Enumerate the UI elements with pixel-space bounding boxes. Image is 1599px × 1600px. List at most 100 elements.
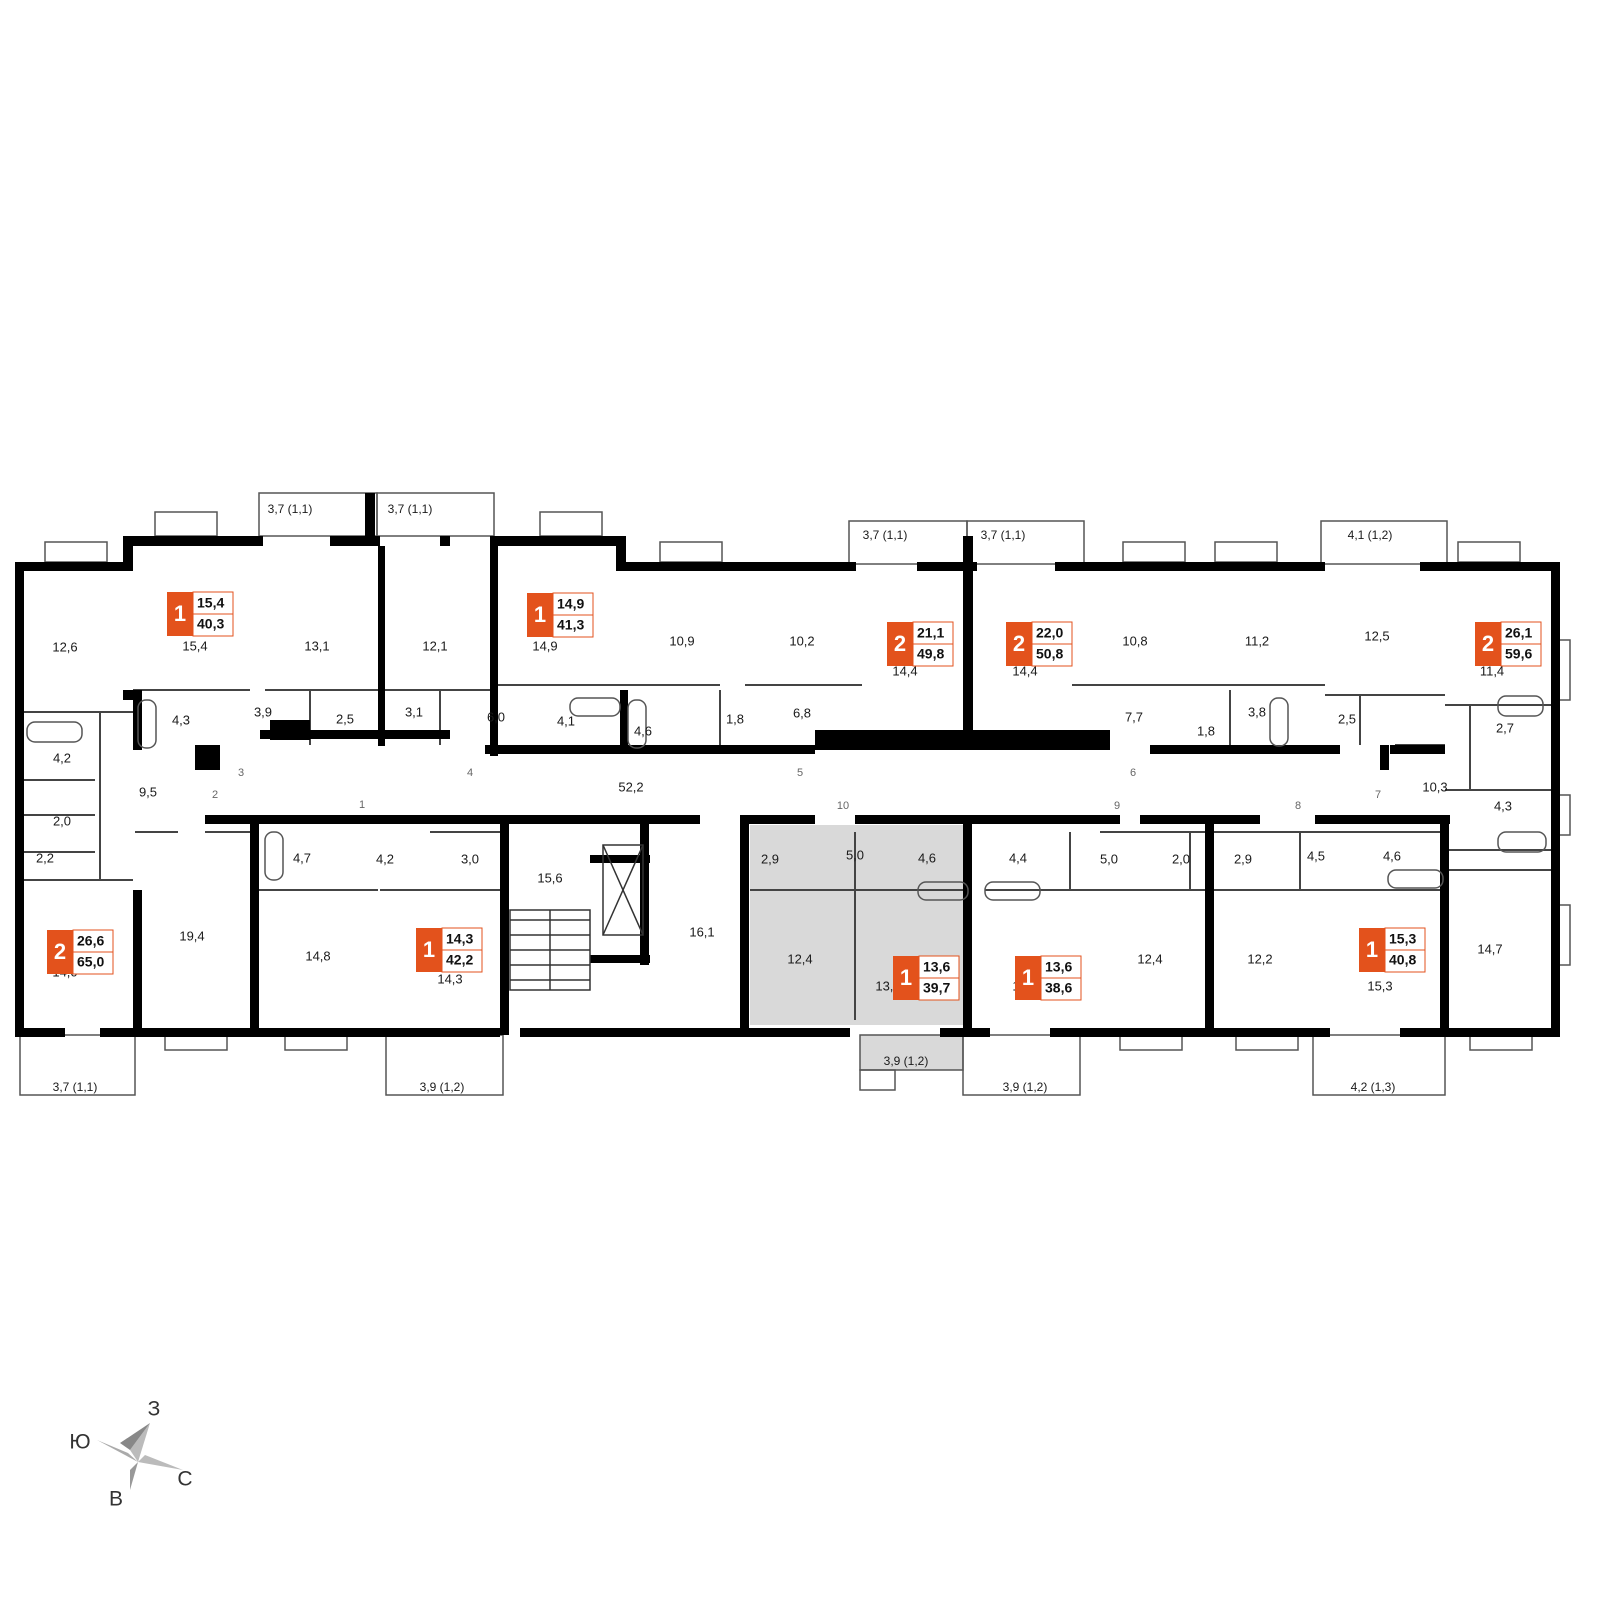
entrance-number-label: 3 — [238, 767, 244, 779]
entrance-number-label: 5 — [797, 767, 803, 779]
entrance-number-label: 1 — [359, 799, 365, 811]
badge-living-area: 13,6 — [923, 959, 950, 975]
walls — [15, 493, 1560, 1037]
badge-living-area: 22,0 — [1036, 625, 1063, 641]
balcony-area-label: 3,7 (1,1) — [388, 502, 433, 516]
badge-total-area: 38,6 — [1045, 980, 1072, 996]
badge-total-area: 42,2 — [446, 952, 473, 968]
room-area-label: 4,3 — [1494, 798, 1512, 813]
room-area-label: 16,1 — [689, 924, 714, 939]
room-area-label: 4,5 — [1307, 848, 1325, 863]
room-area-label: 2,9 — [1234, 851, 1252, 866]
room-area-label: 4,2 — [376, 851, 394, 866]
balcony-outlines — [19, 492, 1448, 1096]
entrance-number-label: 2 — [212, 789, 218, 801]
badge-total-area: 41,3 — [557, 617, 584, 633]
badge-living-area: 13,6 — [1045, 959, 1072, 975]
balcony-area-label: 3,9 (1,2) — [420, 1080, 465, 1094]
bathtubs — [26, 695, 1547, 901]
room-area-label: 12,1 — [422, 638, 447, 653]
apartment-badge[interactable]: 1 14,3 42,2 — [416, 927, 483, 973]
badge-living-area: 26,1 — [1505, 625, 1532, 641]
balcony-area-label: 3,7 (1,1) — [863, 528, 908, 542]
apartment-badge[interactable]: 2 22,0 50,8 — [1006, 621, 1073, 667]
room-area-label: 14,4 — [892, 663, 917, 678]
badge-room-count: 1 — [423, 937, 435, 962]
room-area-label: 14,9 — [532, 638, 557, 653]
badge-room-count: 1 — [1366, 937, 1378, 962]
badge-living-area: 14,9 — [557, 596, 584, 612]
room-area-label: 9,5 — [139, 784, 157, 799]
room-area-label: 4,6 — [918, 850, 936, 865]
badge-room-count-box — [893, 956, 919, 1000]
partitions — [24, 684, 1556, 1020]
room-area-label: 2,7 — [1496, 720, 1514, 735]
room-area-label: 4,6 — [1383, 848, 1401, 863]
room-area-label: 12,6 — [52, 639, 77, 654]
room-area-label: 14,8 — [305, 948, 330, 963]
room-area-label: 3,9 — [254, 704, 272, 719]
badge-living-area: 14,3 — [446, 931, 473, 947]
room-area-label: 5,0 — [1100, 851, 1118, 866]
entrance-number-label: 10 — [837, 800, 849, 812]
balcony-area-label: 3,9 (1,2) — [884, 1054, 929, 1068]
room-area-label: 7,7 — [1125, 709, 1143, 724]
badge-room-count-box — [1015, 956, 1041, 1000]
badge-total-area: 49,8 — [917, 646, 944, 662]
badge-total-area: 40,8 — [1389, 952, 1416, 968]
apartment-badge[interactable]: 1 15,4 40,3 — [167, 591, 234, 637]
badge-room-count: 2 — [54, 939, 66, 964]
room-area-label: 3,8 — [1248, 704, 1266, 719]
room-area-label: 15,4 — [182, 638, 207, 653]
badge-room-count: 2 — [1482, 631, 1494, 656]
balcony-area-label: 4,2 (1,3) — [1351, 1080, 1396, 1094]
balcony-area-label: 3,7 (1,1) — [268, 502, 313, 516]
badge-living-area: 21,1 — [917, 625, 944, 641]
balcony-labels: 3,7 (1,1)3,7 (1,1)3,7 (1,1)3,7 (1,1)4,1 … — [53, 502, 1396, 1094]
room-area-label: 14,3 — [437, 971, 462, 986]
room-area-label: 2,2 — [36, 850, 54, 865]
badge-room-count-box — [1475, 622, 1501, 666]
balcony-area-label: 3,9 (1,2) — [1003, 1080, 1048, 1094]
room-area-label: 12,4 — [1137, 951, 1162, 966]
room-area-label: 3,0 — [461, 851, 479, 866]
badge-room-count-box — [1359, 928, 1385, 972]
badge-living-area: 15,4 — [197, 595, 224, 611]
entrance-number-label: 6 — [1130, 767, 1136, 779]
room-area-label: 11,2 — [1245, 633, 1269, 648]
compass-west: Ю — [69, 1431, 90, 1454]
room-area-label: 2,0 — [1172, 851, 1190, 866]
room-area-label: 4,2 — [53, 750, 71, 765]
compass-south: В — [109, 1488, 123, 1511]
room-area-label: 4,6 — [634, 723, 652, 738]
badge-total-area: 40,3 — [197, 616, 224, 632]
room-area-label: 2,5 — [336, 711, 354, 726]
badge-room-count-box — [527, 593, 553, 637]
room-area-label: 4,3 — [172, 712, 190, 727]
room-area-label: 14,4 — [1012, 663, 1037, 678]
room-area-label: 1,8 — [726, 711, 744, 726]
room-area-label: 11,4 — [1480, 663, 1504, 678]
badge-room-count: 2 — [1013, 631, 1025, 656]
room-area-label: 10,2 — [789, 633, 814, 648]
badge-room-count-box — [887, 622, 913, 666]
room-area-label: 12,2 — [1247, 951, 1272, 966]
selected-apartment[interactable] — [750, 825, 965, 1070]
badge-room-count-box — [47, 930, 73, 974]
room-area-label: 15,6 — [537, 870, 562, 885]
room-area-label: 10,3 — [1422, 779, 1447, 794]
compass-rose: З С В Ю — [69, 1398, 192, 1511]
badge-room-count: 1 — [174, 601, 186, 626]
badge-total-area: 39,7 — [923, 980, 950, 996]
badge-total-area: 50,8 — [1036, 646, 1063, 662]
badge-total-area: 65,0 — [77, 954, 104, 970]
